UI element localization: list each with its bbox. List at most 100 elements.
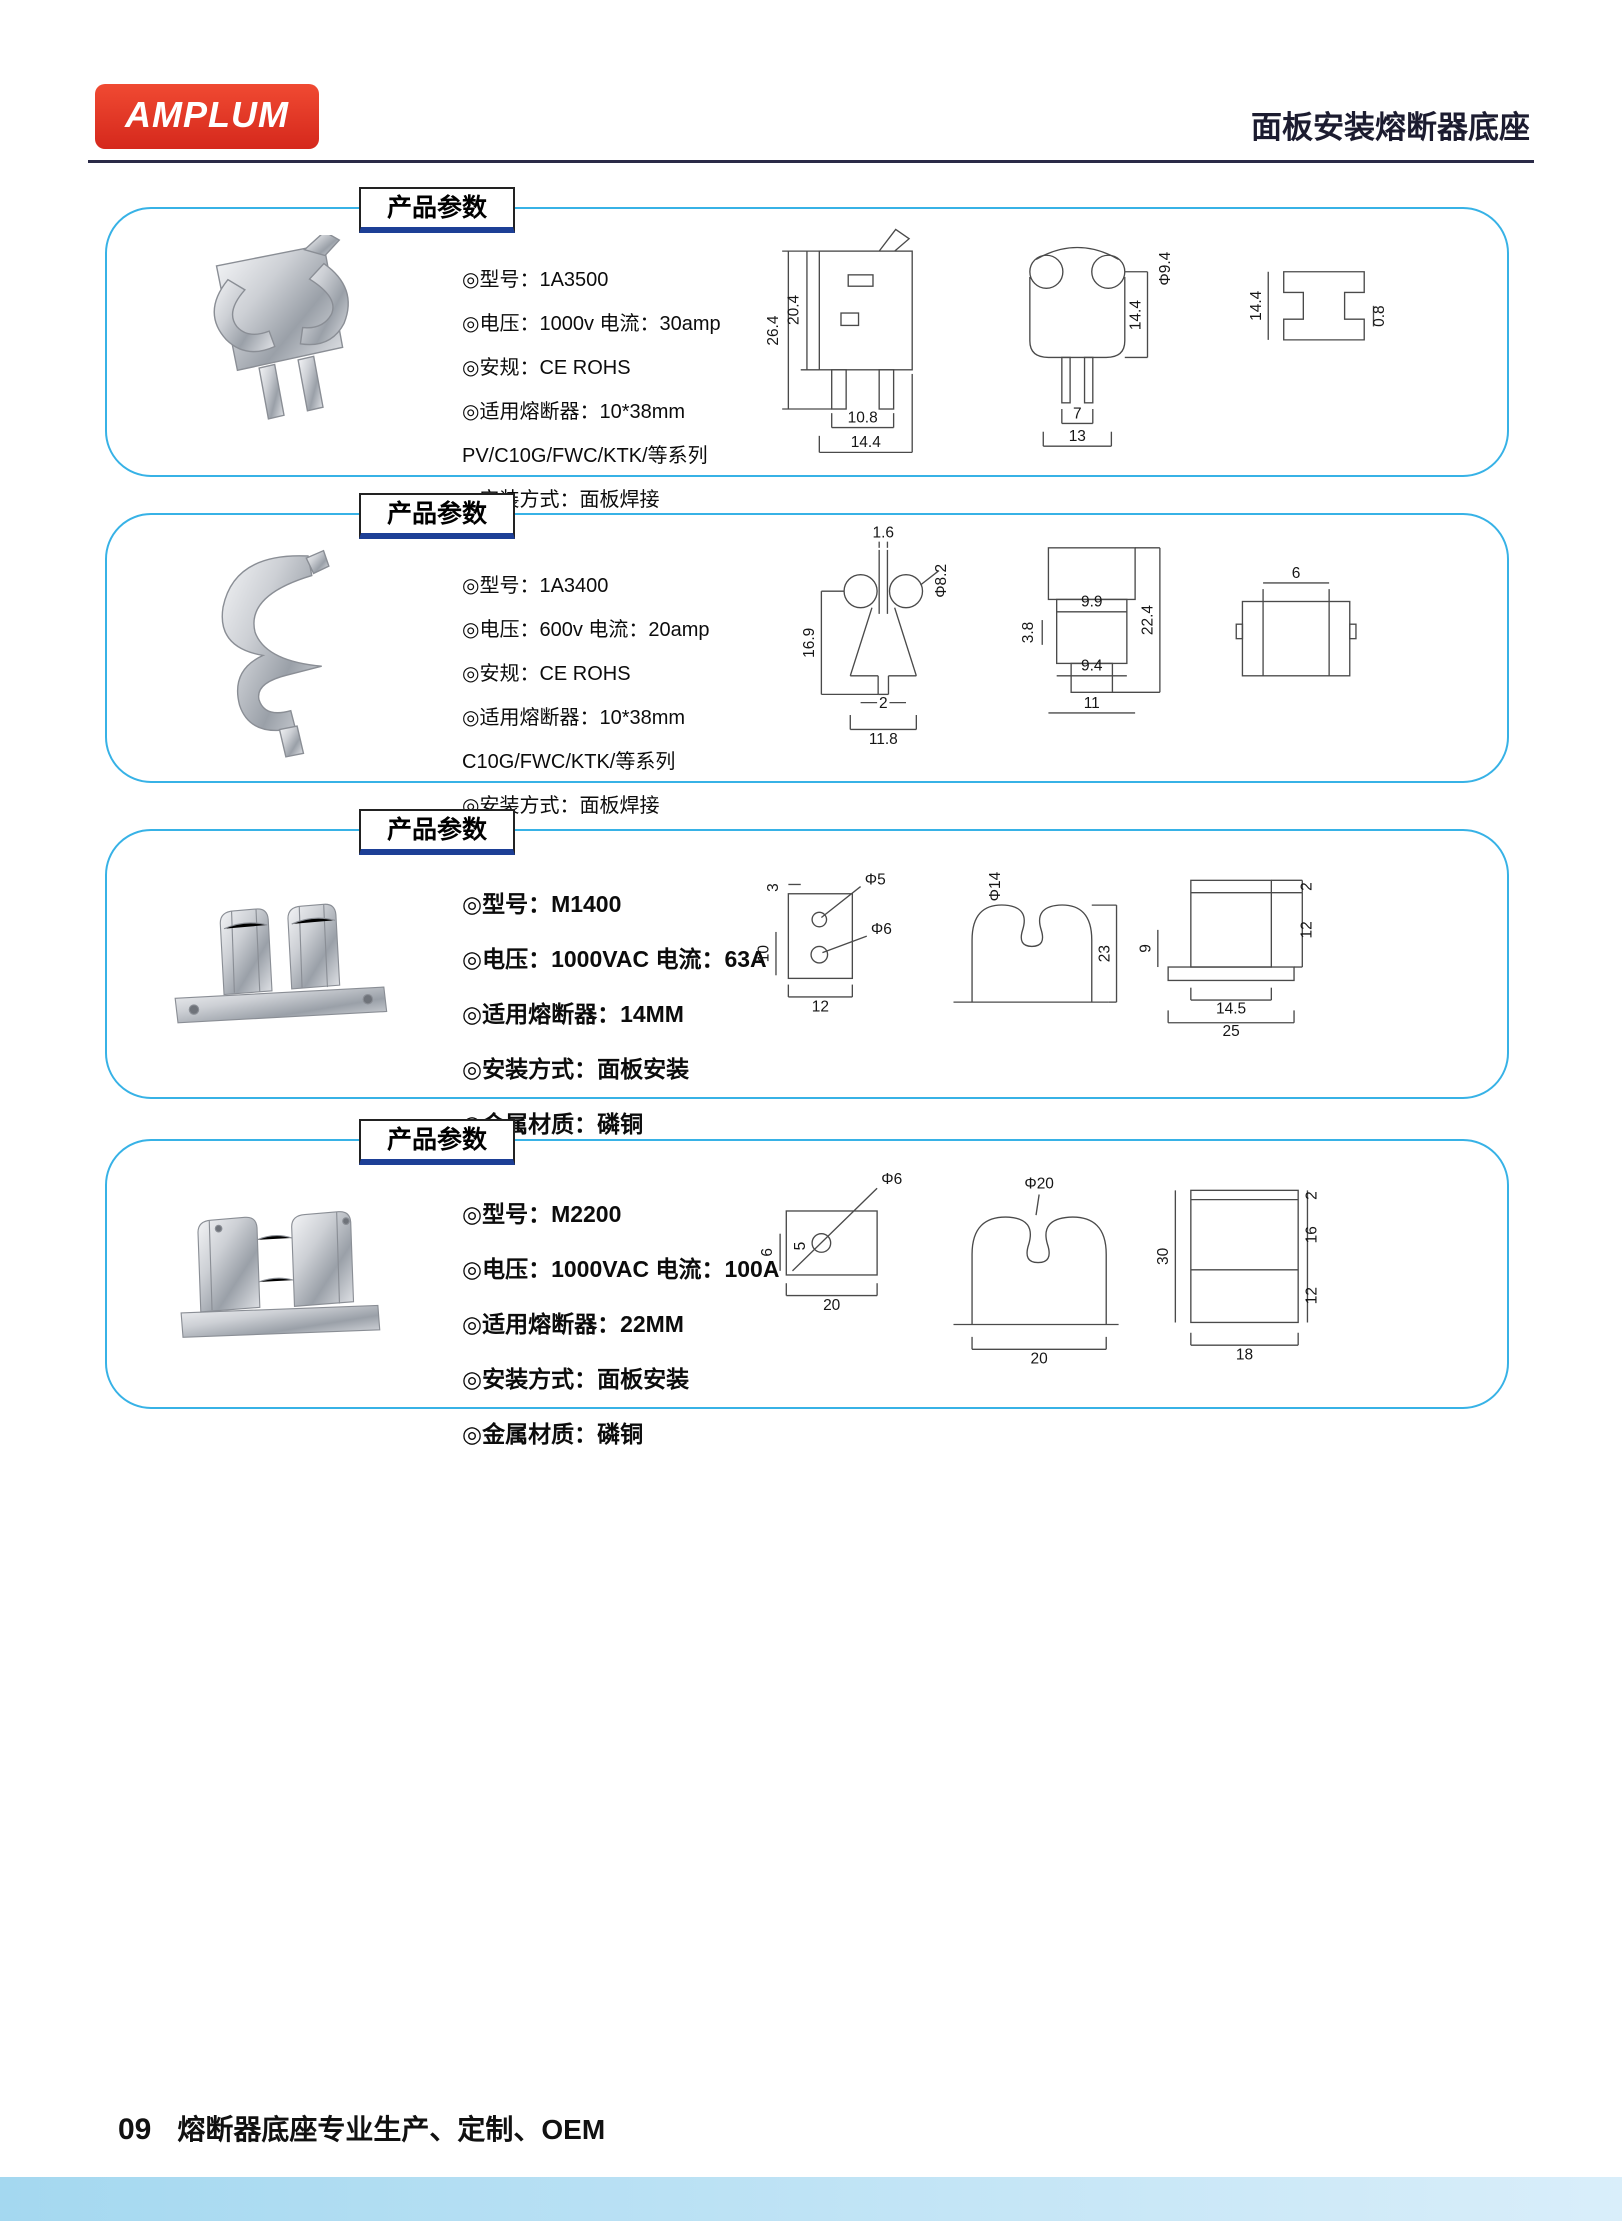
dim-label: Φ8.2 xyxy=(933,564,950,598)
dim-label: 10.8 xyxy=(848,409,878,426)
fuse-clip-photo xyxy=(174,903,388,1024)
section-view-outline xyxy=(1267,271,1375,341)
spec-line: ◎型号：1A3500 xyxy=(462,269,609,291)
dim-label: 10 xyxy=(756,945,773,962)
spec-line: ◎安装方式：面板安装 xyxy=(462,1366,690,1392)
spec-line: ◎型号：M1400 xyxy=(462,891,622,917)
dim-label: 2 xyxy=(879,695,888,712)
spec-line: PV/C10G/FWC/KTK/等系列 xyxy=(462,445,708,467)
dim-label: 12 xyxy=(1304,1287,1321,1304)
spec-line: ◎电压：1000VAC 电流：100A xyxy=(462,1256,780,1282)
dim-label: 3.8 xyxy=(1020,622,1037,644)
technical-drawing-m1400: 3 Φ5 Φ6 10 12 Φ14 23 xyxy=(667,837,1467,1095)
spec-line: ◎适用熔断器：10*38mm xyxy=(462,401,686,423)
dim-label: 14.4 xyxy=(1248,290,1265,321)
spec-line: ◎电压：600v 电流：20amp xyxy=(462,619,710,641)
front-view-outline xyxy=(782,228,913,454)
dim-label: 22.4 xyxy=(1140,605,1157,636)
product-photo-1a3500 xyxy=(162,230,397,453)
footer-slogan: 熔断器底座专业生产、定制、OEM xyxy=(177,2114,606,2145)
spec-list: ◎型号：M1400 ◎电压：1000VAC 电流：63A ◎适用熔断器：14MM… xyxy=(462,885,767,1160)
dim-label: Φ20 xyxy=(1024,1175,1054,1192)
dim-label: 14.5 xyxy=(1216,1000,1246,1017)
product-section-1a3500: 产品参数 ◎型号：1A35 xyxy=(105,187,1509,511)
fuse-clip-photo xyxy=(180,1211,381,1338)
dim-label: 16 xyxy=(1304,1226,1321,1243)
product-photo-m1400 xyxy=(162,883,397,1061)
technical-drawing-1a3500: 26.4 20.4 10.8 14.4 xyxy=(667,215,1467,473)
page-number: 09 xyxy=(118,2113,152,2146)
spec-line: ◎电压：1000v 电流：30amp xyxy=(462,313,721,335)
dim-label: 9.4 xyxy=(1081,658,1103,675)
dim-label: 11 xyxy=(1084,695,1100,712)
dim-label: 3 xyxy=(765,883,782,892)
technical-drawing-1a3400: 1.6 Φ8.2 16.9 2 11.8 9.9 3 xyxy=(667,521,1467,779)
section-badge: 产品参数 xyxy=(359,493,516,539)
header-divider xyxy=(88,160,1534,163)
dim-label: 18 xyxy=(1236,1347,1253,1364)
top-view-outline xyxy=(775,883,868,998)
dim-label: 0.8 xyxy=(1371,305,1388,327)
front-view-outline xyxy=(953,904,1118,1003)
spec-line: ◎适用熔断器：22MM xyxy=(462,1311,684,1337)
spec-line: ◎安装方式：面板安装 xyxy=(462,1056,690,1082)
dim-label: 20.4 xyxy=(786,294,803,325)
dim-label: 5 xyxy=(792,1242,809,1251)
clip-body xyxy=(174,903,388,1024)
spec-line: ◎型号：1A3400 xyxy=(462,575,609,597)
dim-label: 16.9 xyxy=(801,628,818,658)
footer-bar xyxy=(0,2177,1622,2221)
fuse-clip-photo xyxy=(213,230,349,420)
dim-label: 20 xyxy=(823,1297,840,1314)
dim-label: Φ14 xyxy=(987,871,1004,901)
spec-line: ◎适用熔断器：14MM xyxy=(462,1001,684,1027)
product-section-m1400: 产品参数 xyxy=(105,809,1509,1137)
dimension-drawing: 26.4 20.4 10.8 14.4 xyxy=(765,228,1388,454)
dim-label: 9.9 xyxy=(1081,594,1103,611)
dim-label: 12 xyxy=(1299,921,1316,938)
product-photo-1a3400 xyxy=(162,541,397,759)
dim-label: 12 xyxy=(812,998,829,1015)
dimension-drawing: 1.6 Φ8.2 16.9 2 11.8 9.9 3 xyxy=(801,525,1357,748)
dim-label: Φ6 xyxy=(871,921,892,938)
spec-line: ◎适用熔断器：10*38mm xyxy=(462,707,686,729)
dim-label: 14.4 xyxy=(851,434,882,451)
dim-label: 7 xyxy=(1073,405,1082,422)
dim-label: 30 xyxy=(1155,1248,1172,1265)
product-section-1a3400: 产品参数 ◎型号：1A3400 ◎电压：600v 电流：20amp xyxy=(105,493,1509,817)
fuse-clip-photo xyxy=(221,549,330,758)
dim-label: Φ6 xyxy=(881,1171,902,1188)
side-view-outline xyxy=(1029,246,1149,447)
dim-label: 1.6 xyxy=(873,525,895,542)
front-view-outline xyxy=(820,541,940,731)
dim-label: Φ5 xyxy=(865,871,886,888)
spec-list: ◎型号：1A3500 ◎电压：1000v 电流：30amp ◎安规：CE ROH… xyxy=(462,263,721,527)
dim-label: 14.4 xyxy=(1127,300,1144,331)
side-view-outline xyxy=(1157,879,1303,1024)
product-photo-m2200 xyxy=(162,1193,397,1371)
spec-line: ◎安规：CE ROHS xyxy=(462,357,631,379)
clip-body xyxy=(180,1211,381,1338)
side-view-outline xyxy=(1041,547,1161,714)
clip-body xyxy=(213,230,349,420)
section-badge: 产品参数 xyxy=(359,187,516,233)
technical-drawing-m2200: Φ6 5 6 20 Φ20 20 xyxy=(667,1147,1467,1405)
dim-label: Φ9.4 xyxy=(1157,251,1174,285)
brand-logo: AMPLUM xyxy=(95,84,319,149)
section-badge: 产品参数 xyxy=(359,1119,516,1165)
dim-label: 11.8 xyxy=(869,731,898,748)
spec-list: ◎型号：1A3400 ◎电压：600v 电流：20amp ◎安规：CE ROHS… xyxy=(462,569,710,833)
spec-line: C10G/FWC/KTK/等系列 xyxy=(462,751,676,773)
page-title: 面板安装熔断器底座 xyxy=(1251,110,1530,145)
dim-label: 26.4 xyxy=(765,315,782,346)
dim-label: 6 xyxy=(759,1248,776,1257)
dim-label: 25 xyxy=(1222,1023,1239,1040)
spec-line: ◎金属材质：磷铜 xyxy=(462,1421,644,1447)
front-view-outline xyxy=(953,1194,1119,1350)
section-badge: 产品参数 xyxy=(359,809,516,855)
top-view-outline xyxy=(1235,582,1357,677)
dimension-drawing: Φ6 5 6 20 Φ20 20 xyxy=(759,1171,1321,1368)
dim-label: 20 xyxy=(1031,1351,1048,1368)
dim-label: 23 xyxy=(1096,945,1113,962)
